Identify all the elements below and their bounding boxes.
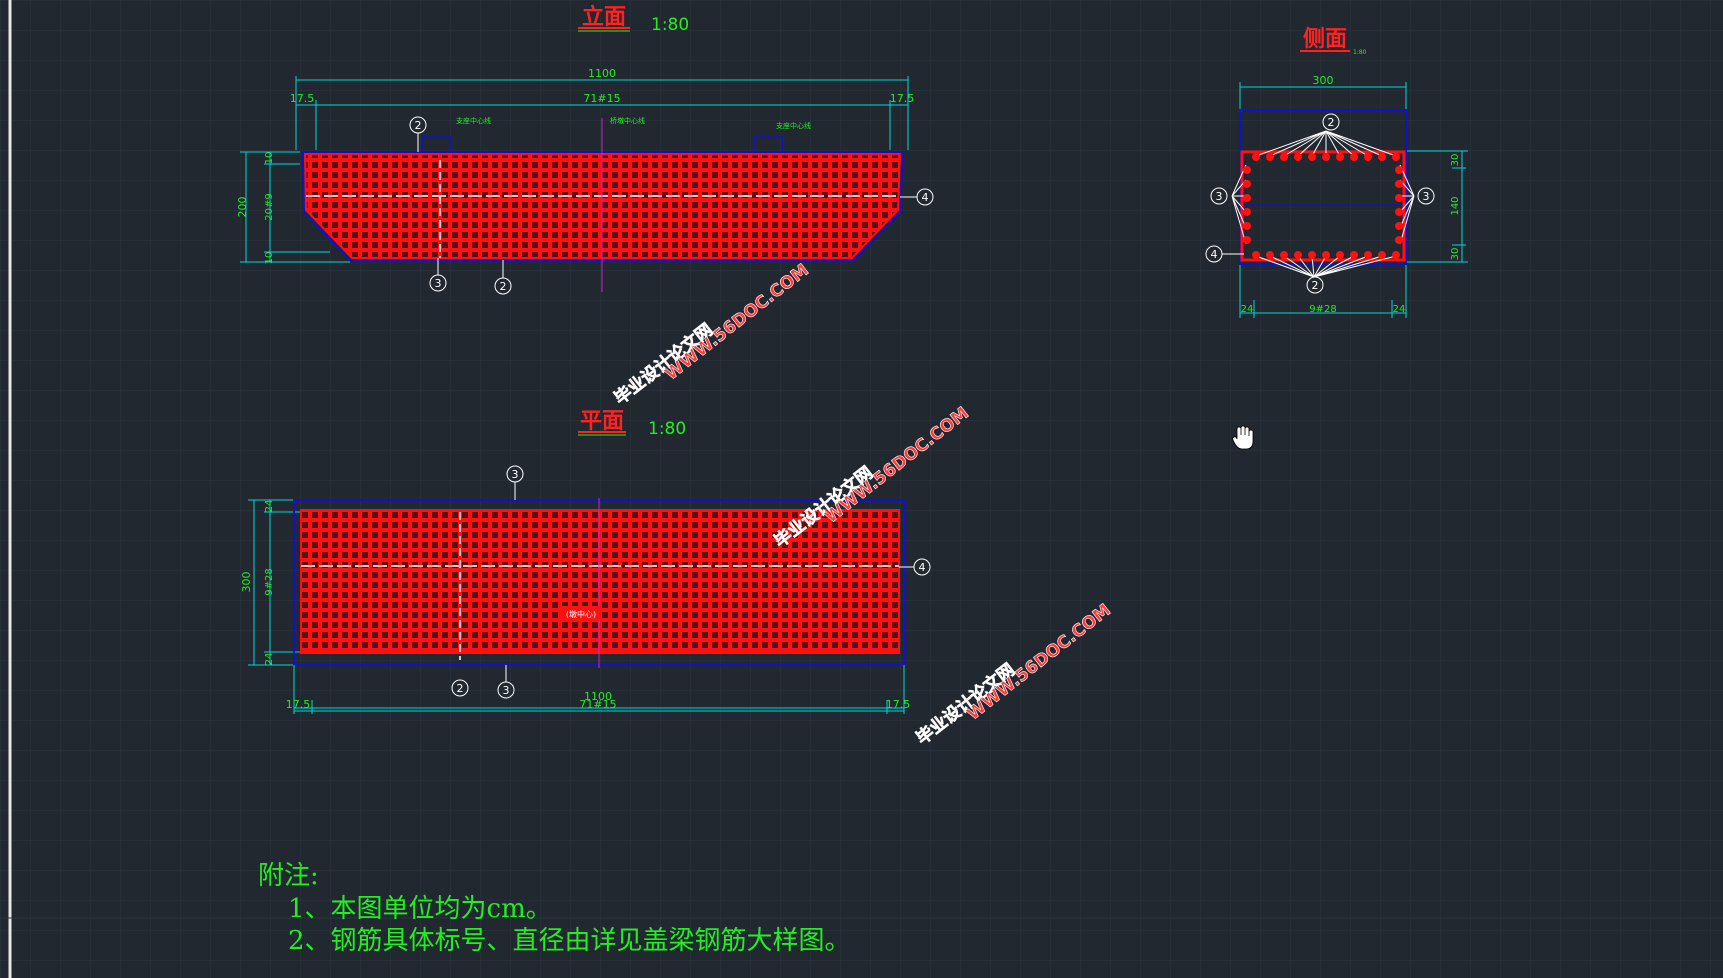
callout-4-side bbox=[1205, 245, 1223, 263]
notes-item-1: 1、本图单位均为cm。 bbox=[288, 894, 552, 924]
elevation-dim-middle: 20#9 bbox=[264, 193, 275, 220]
callout-4-plan-label: 4 bbox=[919, 561, 926, 574]
callout-3-side-right-label: 3 bbox=[1423, 190, 1430, 203]
elevation-top-dimensions bbox=[295, 76, 909, 150]
callout-2-plan-label: 2 bbox=[457, 682, 464, 695]
callout-2-elev-top-label: 2 bbox=[415, 119, 422, 132]
elevation-dim-total: 1100 bbox=[588, 67, 616, 80]
plan-scale: 1:80 bbox=[648, 419, 686, 439]
callout-3-side-left-label: 3 bbox=[1216, 190, 1223, 203]
elevation-scale: 1:80 bbox=[651, 15, 689, 35]
side-dim-top: 30 bbox=[1450, 154, 1461, 167]
notes-item-2: 2、钢筋具体标号、直径由详见盖梁钢筋大样图。 bbox=[288, 926, 851, 956]
plan-title: 平面 bbox=[580, 409, 624, 434]
plan-center-label-bg bbox=[560, 606, 602, 620]
plan-left-dimensions bbox=[248, 499, 300, 666]
plan-dim-left-end: 17.5 bbox=[286, 698, 311, 711]
elevation-dim-bottom: 10 bbox=[264, 252, 275, 265]
plan-rebar-cage[interactable] bbox=[300, 509, 900, 654]
pier-tag-center: 桥墩中心线 bbox=[610, 116, 645, 125]
bearing-tag-left: 支座中心线 bbox=[456, 116, 491, 125]
bearing-block-right bbox=[753, 136, 783, 153]
callout-3-elev-label: 3 bbox=[435, 277, 442, 290]
side-scale: 1:80 bbox=[1353, 49, 1367, 56]
plan-dim-bottom: 24 bbox=[264, 653, 275, 666]
plan-dim-width: 300 bbox=[240, 572, 253, 593]
side-dim-mid: 9#28 bbox=[1309, 304, 1336, 315]
callout-3-elev bbox=[429, 274, 447, 292]
elevation-dim-top: 10 bbox=[264, 152, 275, 165]
elevation-left-dimensions bbox=[240, 151, 350, 263]
side-view[interactable]: 侧面 1:80 300 30 140 30 24 9#28 24 bbox=[1205, 27, 1468, 318]
callout-3-side-right bbox=[1417, 187, 1435, 205]
elevation-dim-height: 200 bbox=[236, 197, 249, 218]
bearing-tag-right: 支座中心线 bbox=[776, 121, 811, 130]
callout-2-plan bbox=[451, 679, 469, 697]
elevation-dim-left-end: 17.5 bbox=[290, 92, 315, 105]
side-dim-bottom: 30 bbox=[1450, 248, 1461, 261]
hand-cursor-icon bbox=[1232, 425, 1254, 450]
callout-3-plan-top-label: 3 bbox=[512, 468, 519, 481]
elevation-title: 立面 bbox=[582, 4, 626, 30]
plan-dim-right-end: 17.5 bbox=[886, 698, 911, 711]
callout-2-side-top-label: 2 bbox=[1328, 116, 1335, 129]
notes-heading: 附注: bbox=[258, 861, 319, 891]
callout-3-side-left bbox=[1210, 187, 1228, 205]
callout-2-elev-bottom-label: 2 bbox=[500, 280, 507, 293]
callout-4-plan bbox=[913, 558, 931, 576]
callout-3-plan-top bbox=[506, 465, 524, 483]
side-title: 侧面 bbox=[1303, 27, 1347, 52]
plan-bottom-dimensions bbox=[293, 665, 905, 714]
elevation-dim-right-end: 17.5 bbox=[890, 92, 915, 105]
side-rebar-dots bbox=[1243, 153, 1403, 259]
plan-center-label: (墩中心) bbox=[566, 609, 596, 619]
callout-2-side-bottom-label: 2 bbox=[1312, 279, 1319, 292]
side-rebar-stirrup[interactable] bbox=[1240, 150, 1406, 262]
plan-dim-top: 24 bbox=[264, 500, 275, 513]
side-fan-lines bbox=[1231, 130, 1415, 278]
side-dim-width: 300 bbox=[1313, 74, 1334, 87]
side-dim-middle: 140 bbox=[1450, 196, 1461, 215]
elevation-view[interactable]: 立面 1:80 1100 17.5 71#15 17.5 200 10 20#9 bbox=[236, 4, 934, 295]
callout-3-plan-bottom bbox=[497, 681, 515, 699]
callout-2-side-top bbox=[1322, 113, 1340, 131]
elevation-dim-mid: 71#15 bbox=[583, 92, 620, 105]
bearing-block-left bbox=[421, 136, 451, 153]
callout-2-elev-bottom bbox=[494, 277, 512, 295]
callout-4-elev bbox=[916, 188, 934, 206]
side-dim-right: 24 bbox=[1393, 304, 1406, 315]
callout-3-plan-bottom-label: 3 bbox=[503, 684, 510, 697]
elevation-concrete-outline bbox=[301, 151, 905, 261]
callout-2-elev-top bbox=[409, 116, 427, 134]
plan-view[interactable]: 平面 1:80 300 24 9#28 24 (墩中心) bbox=[240, 409, 931, 714]
plan-dim-middle: 9#28 bbox=[264, 568, 275, 595]
callout-4-side-label: 4 bbox=[1211, 248, 1218, 261]
callout-2-side-bottom bbox=[1306, 276, 1324, 294]
callout-4-elev-label: 4 bbox=[922, 191, 929, 204]
side-dim-left: 24 bbox=[1241, 304, 1254, 315]
plan-dim-mid: 71#15 bbox=[579, 698, 616, 711]
plan-dim-total: 1100 bbox=[584, 690, 612, 703]
